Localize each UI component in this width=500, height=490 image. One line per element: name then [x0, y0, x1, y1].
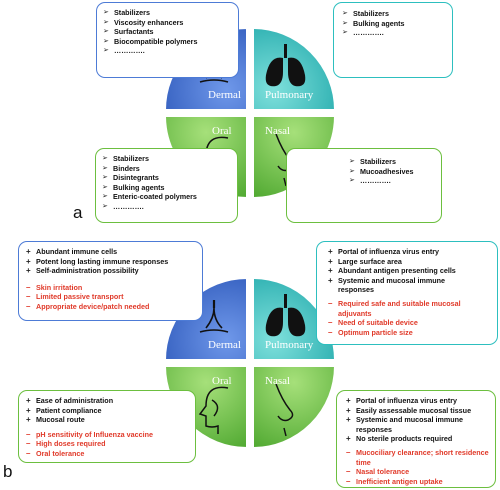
list-item: Oral tolerance: [25, 449, 189, 459]
list-item: Nasal tolerance: [345, 467, 489, 477]
list-item: No sterile products required: [345, 434, 489, 444]
list-item: pH sensitivity of Influenza vaccine: [25, 430, 189, 440]
list-item: Abundant antigen presenting cells: [327, 266, 491, 276]
dermal-list-a: Stabilizers Viscosity enhancers Surfacta…: [103, 8, 232, 56]
list-item: Systemic and mucosal immune responses: [345, 415, 496, 434]
list-item: Stabilizers: [349, 157, 433, 167]
pulmonary-label-a: Pulmonary: [265, 89, 314, 101]
oral-label-a: Oral: [212, 125, 232, 137]
pulmonary-label-b: Pulmonary: [265, 339, 314, 351]
list-item: Biocompatible polymers: [103, 37, 232, 47]
lungs-icon: [265, 44, 306, 87]
pulmonary-pros-b: Portal of influenza virus entry Large su…: [327, 247, 491, 295]
list-item: Large surface area: [327, 257, 491, 267]
panel-label-b: b: [3, 462, 13, 481]
list-item: Viscosity enhancers: [103, 18, 232, 28]
list-item: Stabilizers: [102, 154, 231, 164]
list-item: Ease of administration: [25, 396, 189, 406]
list-item: High doses required: [25, 439, 189, 449]
list-item: ………….: [349, 176, 433, 186]
list-item: Mucoadhesives: [349, 167, 433, 177]
oral-box-b: Ease of administration Patient complianc…: [18, 390, 196, 463]
list-item: Mucosal route: [25, 415, 189, 425]
oral-label-b: Oral: [212, 375, 232, 387]
list-item: ………….: [103, 46, 232, 56]
nasal-label-a: Nasal: [265, 125, 290, 137]
list-item: Mucociliary clearance; short residence t…: [345, 448, 496, 467]
nasal-label-b: Nasal: [265, 375, 290, 387]
list-item: Binders: [102, 164, 231, 174]
list-item: Stabilizers: [342, 9, 444, 19]
list-item: ………….: [102, 202, 231, 212]
dermal-pros-b: Abundant immune cells Potent long lastin…: [25, 247, 196, 276]
list-item: Surfactants: [103, 27, 232, 37]
list-item: Bulking agents: [342, 19, 444, 29]
list-item: Disintegrants: [102, 173, 231, 183]
nasal-cons-b: Mucociliary clearance; short residence t…: [345, 448, 489, 486]
panel-label-a: a: [73, 203, 83, 222]
list-item: Portal of influenza virus entry: [345, 396, 489, 406]
list-item: Skin irritation: [25, 283, 196, 293]
skin-hair-icon: [199, 300, 229, 333]
pulmonary-cons-b: Required safe and suitable mucosal adjuv…: [327, 299, 491, 337]
list-item: Easily assessable mucosal tissue: [345, 406, 489, 416]
nose-icon: [275, 383, 294, 437]
list-item: Stabilizers: [103, 8, 232, 18]
oral-cons-b: pH sensitivity of Influenza vaccine High…: [25, 430, 189, 459]
dermal-label-b: Dermal: [208, 339, 241, 351]
oral-box-a: Stabilizers Binders Disintegrants Bulkin…: [95, 148, 238, 223]
pulmonary-list-a: Stabilizers Bulking agents ………….: [342, 9, 444, 38]
nasal-list-a: Stabilizers Mucoadhesives ………….: [349, 157, 433, 186]
list-item: Potent long lasting immune responses: [25, 257, 196, 267]
list-item: Required safe and suitable mucosal adjuv…: [327, 299, 488, 318]
head-icon: [198, 386, 229, 434]
list-item: Portal of influenza virus entry: [327, 247, 491, 257]
list-item: Appropriate device/patch needed: [25, 302, 196, 312]
nasal-pros-b: Portal of influenza virus entry Easily a…: [345, 396, 489, 444]
list-item: Self-administration possibility: [25, 266, 196, 276]
list-item: Limited passive transport: [25, 292, 196, 302]
dermal-box-b: Abundant immune cells Potent long lastin…: [18, 241, 203, 321]
oral-pros-b: Ease of administration Patient complianc…: [25, 396, 189, 425]
dermal-box-a: Stabilizers Viscosity enhancers Surfacta…: [96, 2, 239, 78]
list-item: ………….: [342, 28, 444, 38]
list-item: Systemic and mucosal immune responses: [327, 276, 450, 295]
pulmonary-box-b: Portal of influenza virus entry Large su…: [316, 241, 498, 345]
list-item: Patient compliance: [25, 406, 189, 416]
oral-list-a: Stabilizers Binders Disintegrants Bulkin…: [102, 154, 231, 212]
nasal-quadrant-b: [252, 365, 337, 450]
dermal-label-a: Dermal: [208, 89, 241, 101]
panel-b-quadrants: Dermal Pulmonary Oral Nasal: [163, 276, 337, 450]
list-item: Optimum particle size: [327, 328, 491, 338]
list-item: Bulking agents: [102, 183, 231, 193]
list-item: Enteric-coated polymers: [102, 192, 231, 202]
panel-a-quadrants: Dermal Pulmonary Oral Nasal: [163, 26, 337, 200]
lungs-icon: [265, 294, 306, 337]
nasal-box-b: Portal of influenza virus entry Easily a…: [336, 390, 496, 488]
list-item: Need of suitable device: [327, 318, 491, 328]
pulmonary-box-a: Stabilizers Bulking agents ………….: [333, 2, 453, 78]
list-item: Inefficient antigen uptake: [345, 477, 489, 487]
list-item: Abundant immune cells: [25, 247, 196, 257]
nasal-box-a: Stabilizers Mucoadhesives ………….: [286, 148, 442, 223]
dermal-cons-b: Skin irritation Limited passive transpor…: [25, 283, 196, 312]
